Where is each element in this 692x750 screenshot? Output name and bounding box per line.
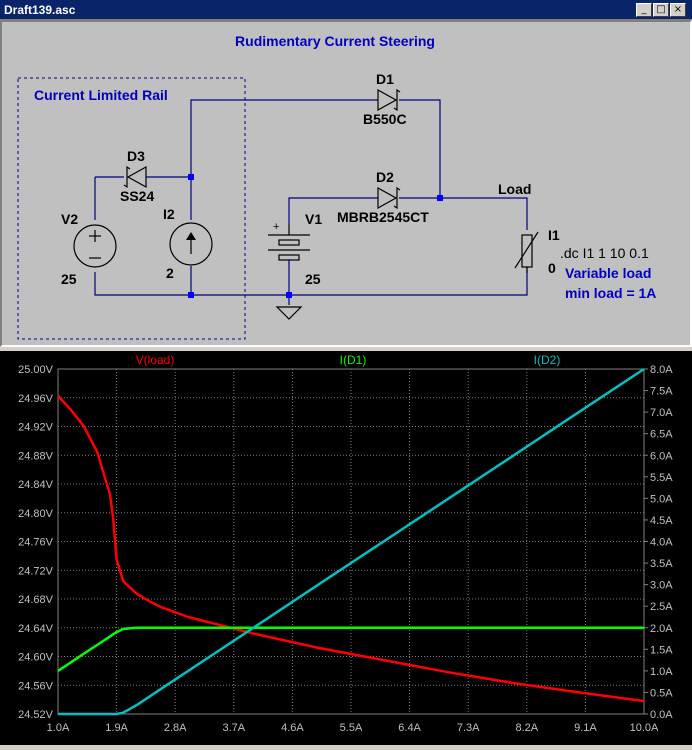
- y-left-tick-label: 24.72V: [18, 565, 54, 577]
- y-right-tick-label: 7.0A: [650, 407, 673, 419]
- v2-ref: V2: [61, 211, 78, 227]
- y-left-tick-label: 24.64V: [18, 623, 54, 635]
- y-right-tick-label: 2.5A: [650, 601, 673, 613]
- trace-v-load[interactable]: [57, 394, 645, 703]
- net-label-load: Load: [498, 181, 531, 197]
- window-title: Draft139.asc: [4, 3, 76, 17]
- y-right-tick-label: 6.5A: [650, 429, 673, 441]
- battery-plus-icon: +: [273, 221, 279, 233]
- i2-ref: I2: [163, 206, 175, 222]
- x-tick-label: 1.9A: [105, 722, 128, 734]
- d2-value: MBRB2545CT: [337, 209, 429, 225]
- diode-d2-symbol[interactable]: [377, 186, 401, 210]
- minimize-button[interactable]: _: [636, 3, 652, 17]
- ground-icon: [275, 306, 303, 320]
- diode-d3-symbol[interactable]: [123, 165, 147, 189]
- y-left-tick-label: 24.92V: [18, 422, 54, 434]
- schematic-title: Rudimentary Current Steering: [235, 33, 435, 49]
- y-left-tick-label: 24.56V: [18, 680, 54, 692]
- x-tick-label: 9.1A: [574, 722, 597, 734]
- diode-d1-symbol[interactable]: [377, 88, 401, 112]
- x-tick-label: 5.5A: [340, 722, 363, 734]
- x-tick-label: 10.0A: [630, 722, 659, 734]
- y-right-tick-label: 7.5A: [650, 386, 673, 398]
- x-tick-label: 7.3A: [457, 722, 480, 734]
- v1-ref: V1: [305, 211, 322, 227]
- comment-min-load: min load = 1A: [565, 285, 656, 301]
- battery-v1-symbol[interactable]: [268, 225, 310, 261]
- comment-variable-load: Variable load: [565, 265, 651, 281]
- i1-value: 0: [548, 260, 556, 276]
- x-tick-label: 6.4A: [398, 722, 421, 734]
- close-button[interactable]: ×: [670, 3, 686, 17]
- y-right-tick-label: 6.0A: [650, 450, 673, 462]
- y-right-tick-label: 2.0A: [650, 623, 673, 635]
- waveform-pane[interactable]: 1.0A 1.9A 2.8A 3.7A 4.6A 5.5A 6.4A 7.3A 8.2A 9.1A…: [0, 351, 692, 745]
- i1-ref: I1: [548, 227, 560, 243]
- y-right-tick-label: 4.0A: [650, 537, 673, 549]
- y-left-tick-label: 24.84V: [18, 479, 54, 491]
- x-tick-label: 2.8A: [164, 722, 187, 734]
- waveform-plot[interactable]: 1.0A 1.9A 2.8A 3.7A 4.6A 5.5A 6.4A 7.3A 8.2A 9.1A…: [0, 351, 692, 745]
- y-right-tick-label: 0.0A: [650, 709, 673, 721]
- y-right-tick-label: 3.0A: [650, 580, 673, 592]
- y-left-tick-label: 24.88V: [18, 450, 54, 462]
- d1-value: B550C: [363, 111, 407, 127]
- window-titlebar[interactable]: Draft139.asc _ □ ×: [0, 0, 692, 20]
- y-left-tick-label: 24.80V: [18, 508, 54, 520]
- maximize-button[interactable]: □: [653, 3, 669, 17]
- y-right-tick-label: 1.5A: [650, 644, 673, 656]
- trace-i-d2[interactable]: [58, 367, 645, 716]
- y-left-tick-label: 24.68V: [18, 594, 54, 606]
- y-right-tick-label: 5.5A: [650, 472, 673, 484]
- v2-value: 25: [61, 271, 77, 287]
- box-label: Current Limited Rail: [34, 87, 168, 103]
- trace-title[interactable]: I(D1): [340, 353, 367, 367]
- v1-value: 25: [305, 271, 321, 287]
- x-tick-label: 8.2A: [515, 722, 538, 734]
- d3-ref: D3: [127, 148, 145, 164]
- x-tick-label: 1.0A: [47, 722, 70, 734]
- y-left-tick-label: 24.76V: [18, 537, 54, 549]
- y-left-tick-label: 24.60V: [18, 652, 54, 664]
- pane-splitter[interactable]: [0, 347, 692, 351]
- x-tick-label: 3.7A: [222, 722, 245, 734]
- y-right-tick-label: 8.0A: [650, 364, 673, 376]
- y-right-tick-label: 1.0A: [650, 666, 673, 678]
- current-source-i2-symbol[interactable]: [169, 222, 213, 266]
- i2-value: 2: [166, 265, 174, 281]
- current-source-i1-symbol[interactable]: [514, 231, 539, 273]
- trace-i-d1[interactable]: [57, 626, 644, 672]
- y-left-tick-label: 24.52V: [18, 709, 54, 721]
- d2-ref: D2: [376, 169, 394, 185]
- d1-ref: D1: [376, 71, 394, 87]
- y-left-tick-label: 25.00V: [18, 364, 54, 376]
- schematic-canvas[interactable]: Rudimentary Current Steering Current Lim…: [2, 22, 690, 345]
- y-right-tick-label: 5.0A: [650, 493, 673, 505]
- schematic-pane[interactable]: Rudimentary Current Steering Current Lim…: [0, 20, 692, 347]
- x-tick-label: 4.6A: [281, 722, 304, 734]
- trace-title[interactable]: V(load): [136, 353, 175, 367]
- trace-title[interactable]: I(D2): [534, 353, 561, 367]
- d3-value: SS24: [120, 188, 154, 204]
- y-right-tick-label: 3.5A: [650, 558, 673, 570]
- y-right-tick-label: 4.5A: [650, 515, 673, 527]
- node-dots: [188, 174, 443, 298]
- spice-directive[interactable]: .dc I1 1 10 0.1: [560, 245, 649, 261]
- current-limited-rail-box: [17, 77, 246, 340]
- voltage-source-v2-symbol[interactable]: [73, 224, 117, 268]
- y-left-tick-label: 24.96V: [18, 393, 54, 405]
- y-right-tick-label: 0.5A: [650, 687, 673, 699]
